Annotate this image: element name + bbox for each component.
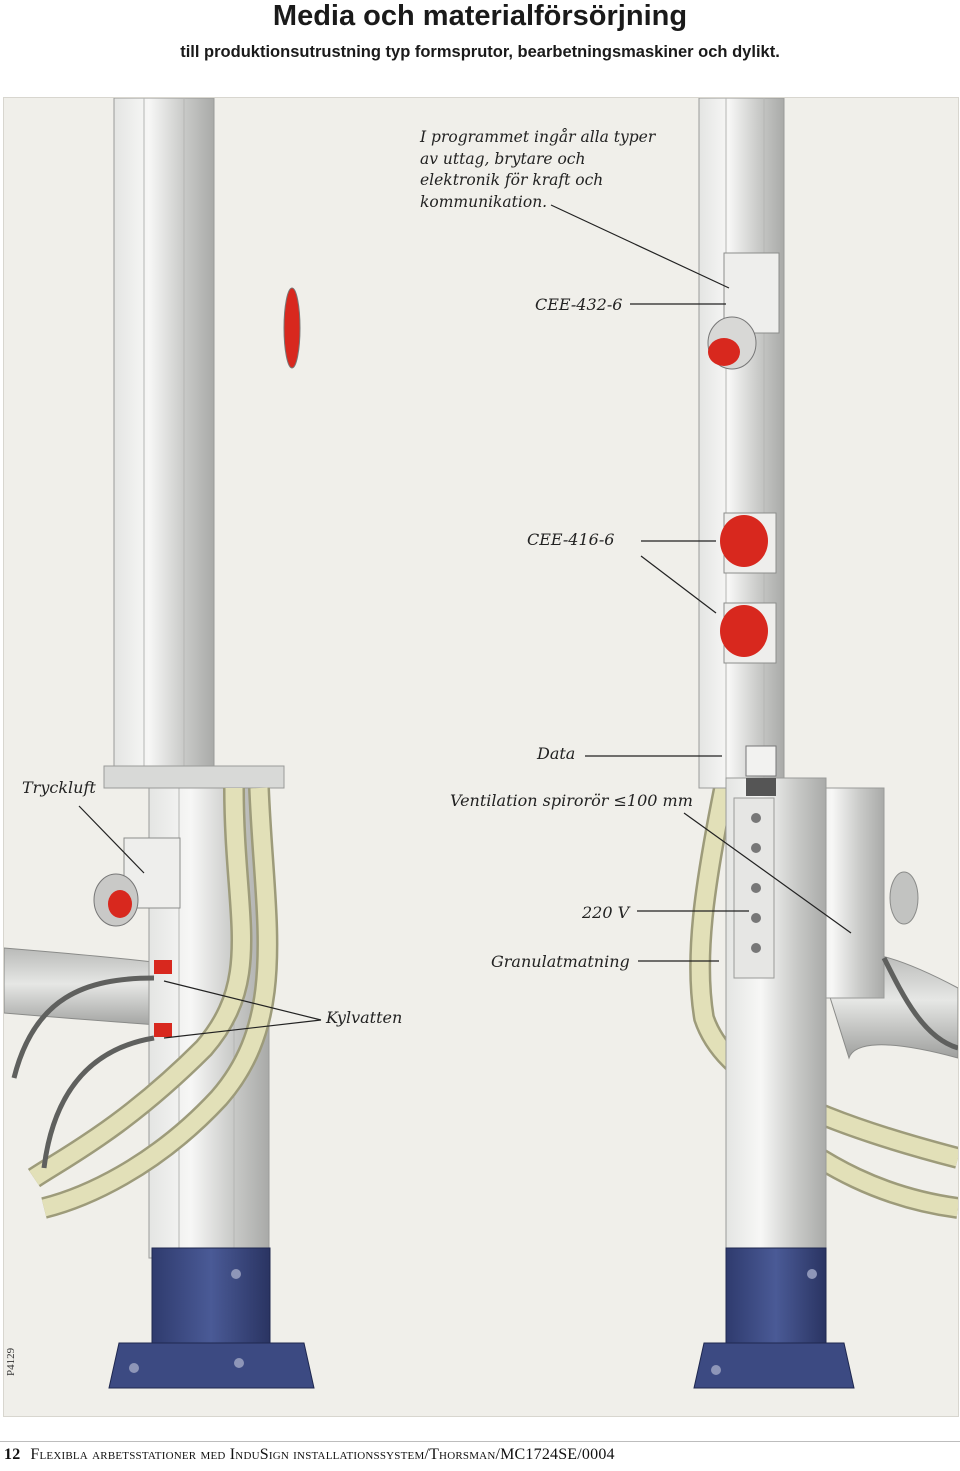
left-column-collar xyxy=(103,765,285,789)
label-kylvatten: Kylvatten xyxy=(326,1008,403,1027)
label-cee432: CEE-432-6 xyxy=(535,295,623,314)
page-subtitle: till produktionsutrustning typ formsprut… xyxy=(180,43,780,61)
right-column-upper xyxy=(698,98,785,789)
right-cable xyxy=(881,956,958,1051)
intro-text: I programmet ingår alla typer av uttag, … xyxy=(420,127,680,213)
label-data: Data xyxy=(537,744,576,763)
right-foot xyxy=(693,1342,855,1389)
intro-line: kommunikation. xyxy=(420,192,548,211)
footer-text: Flexibla arbetsstationer med InduSign in… xyxy=(30,1446,615,1463)
page-title: Media och materialförsörjning xyxy=(272,0,688,32)
product-illustration xyxy=(3,97,959,1417)
page-number: 12 xyxy=(4,1446,21,1463)
label-220v: 220 V xyxy=(582,903,630,922)
footer-rule xyxy=(0,1441,960,1442)
label-cee416: CEE-416-6 xyxy=(527,530,615,549)
label-ventilation: Ventilation spirorör ≤100 mm xyxy=(450,791,693,810)
illustration-graphic xyxy=(4,98,958,1389)
intro-line: av uttag, brytare och xyxy=(420,149,586,168)
left-cable xyxy=(11,975,155,1079)
left-foot xyxy=(108,1342,315,1389)
leader-lines xyxy=(78,204,852,1039)
left-column-upper xyxy=(113,98,215,789)
figure-code: P4129 xyxy=(5,1347,17,1376)
label-tryckluft: Tryckluft xyxy=(22,778,96,797)
page-footer: 12 Flexibla arbetsstationer med InduSign … xyxy=(4,1446,615,1464)
intro-line: elektronik för kraft och xyxy=(420,171,604,189)
intro-line: I programmet ingår alla typer xyxy=(420,128,656,146)
right-base-plate xyxy=(725,1247,827,1344)
left-base-plate xyxy=(151,1247,271,1344)
label-granulatmatning: Granulatmatning xyxy=(491,952,630,971)
